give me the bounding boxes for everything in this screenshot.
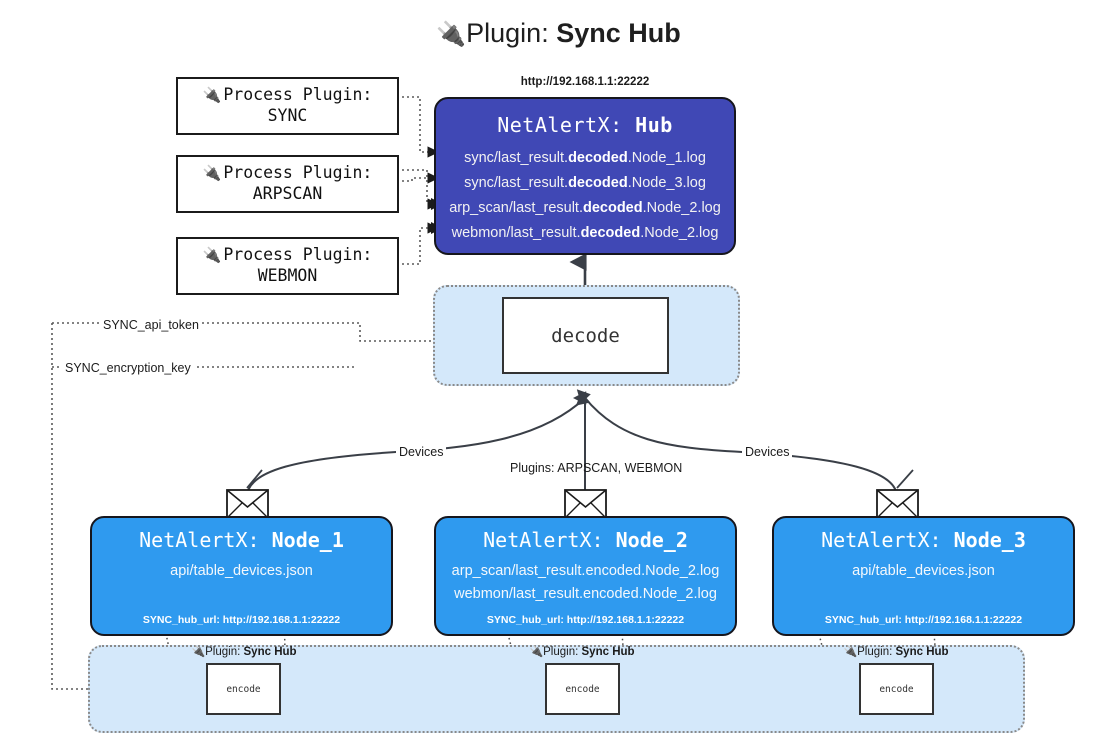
electric-plug-icon: 🔌 — [436, 21, 467, 48]
encode-plugin-label-1: 🔌Plugin: Sync Hub — [191, 646, 297, 658]
hub-log-line: webmon/last_result.decoded.Node_2.log — [451, 224, 719, 241]
process-plugin-label: Process Plugin: — [223, 163, 373, 183]
process-plugin-label: Process Plugin: — [223, 85, 373, 105]
electric-plug-icon: 🔌 — [202, 246, 222, 265]
electric-plug-icon: 🔌 — [529, 646, 544, 658]
node-line-list: api/table_devices.json — [92, 560, 391, 583]
encode-box-2[interactable]: encode — [545, 663, 620, 715]
hub-node[interactable]: NetAlertX: Hub sync/last_result.decoded.… — [434, 97, 736, 255]
decode-box[interactable]: decode — [502, 297, 669, 374]
process-plugin-name: ARPSCAN — [252, 184, 323, 203]
process-plugin-box-webmon[interactable]: 🔌Process Plugin: WEBMON — [176, 237, 399, 295]
devices-label-right: Devices — [742, 445, 793, 459]
electric-plug-icon: 🔌 — [843, 646, 858, 658]
hub-title: NetAlertX: Hub — [436, 113, 734, 137]
page-title: 🔌Plugin: Sync Hub — [0, 18, 1117, 49]
node-line: api/table_devices.json — [852, 563, 995, 579]
hub-title-prefix: NetAlertX: — [497, 113, 623, 137]
node-box-node-2[interactable]: NetAlertX: Node_2 arp_scan/last_result.e… — [434, 516, 737, 636]
sync-encryption-key-label: SYNC_encryption_key — [62, 361, 194, 375]
hub-log-list: sync/last_result.decoded.Node_1.log sync… — [436, 146, 734, 246]
process-plugin-name: WEBMON — [257, 266, 318, 285]
node-hub-url: SYNC_hub_url: http://192.168.1.1:22222 — [486, 614, 685, 626]
encode-box-1[interactable]: encode — [206, 663, 281, 715]
encode-box-3[interactable]: encode — [859, 663, 934, 715]
node-line-list: arp_scan/last_result.encoded.Node_2.log … — [436, 560, 735, 607]
node-box-node-3[interactable]: NetAlertX: Node_3 api/table_devices.json… — [772, 516, 1075, 636]
node-title: NetAlertX: Node_3 — [821, 528, 1026, 552]
node-line-list: api/table_devices.json — [774, 560, 1073, 583]
process-plugin-box-arpscan[interactable]: 🔌Process Plugin: ARPSCAN — [176, 155, 399, 213]
hub-url-label: http://192.168.1.1:22222 — [520, 76, 650, 88]
electric-plug-icon: 🔌 — [191, 646, 206, 658]
node-box-node-1[interactable]: NetAlertX: Node_1 api/table_devices.json… — [90, 516, 393, 636]
plugins-label-mid: Plugins: ARPSCAN, WEBMON — [510, 461, 683, 475]
node-hub-url: SYNC_hub_url: http://192.168.1.1:22222 — [142, 614, 341, 626]
node-line: webmon/last_result.encoded.Node_2.log — [454, 586, 717, 603]
page-title-name: Sync Hub — [556, 18, 681, 48]
process-plugin-label: Process Plugin: — [223, 245, 373, 265]
hub-log-line: arp_scan/last_result.decoded.Node_2.log — [449, 199, 721, 216]
plugin-to-hub-connectors — [397, 96, 440, 265]
nodes-to-decode-edges — [246, 389, 898, 498]
encode-plugin-label-2: 🔌Plugin: Sync Hub — [529, 646, 635, 658]
node-line: api/table_devices.json — [170, 563, 313, 579]
node-title: NetAlertX: Node_1 — [139, 528, 344, 552]
sync-api-token-label: SYNC_api_token — [100, 318, 202, 332]
process-plugin-box-sync[interactable]: 🔌Process Plugin: SYNC — [176, 77, 399, 135]
node-hub-url: SYNC_hub_url: http://192.168.1.1:22222 — [824, 614, 1023, 626]
electric-plug-icon: 🔌 — [202, 164, 222, 183]
hub-log-line: sync/last_result.decoded.Node_1.log — [464, 150, 706, 166]
process-plugin-name: SYNC — [267, 106, 308, 125]
node-title: NetAlertX: Node_2 — [483, 528, 688, 552]
electric-plug-icon: 🔌 — [202, 86, 222, 105]
encode-plugin-label-3: 🔌Plugin: Sync Hub — [843, 646, 949, 658]
hub-title-name: Hub — [635, 113, 673, 137]
hub-log-line: sync/last_result.decoded.Node_3.log — [464, 174, 706, 191]
page-title-prefix: Plugin: — [466, 18, 549, 48]
devices-label-left: Devices — [396, 445, 447, 459]
node-line: arp_scan/last_result.encoded.Node_2.log — [451, 563, 720, 579]
